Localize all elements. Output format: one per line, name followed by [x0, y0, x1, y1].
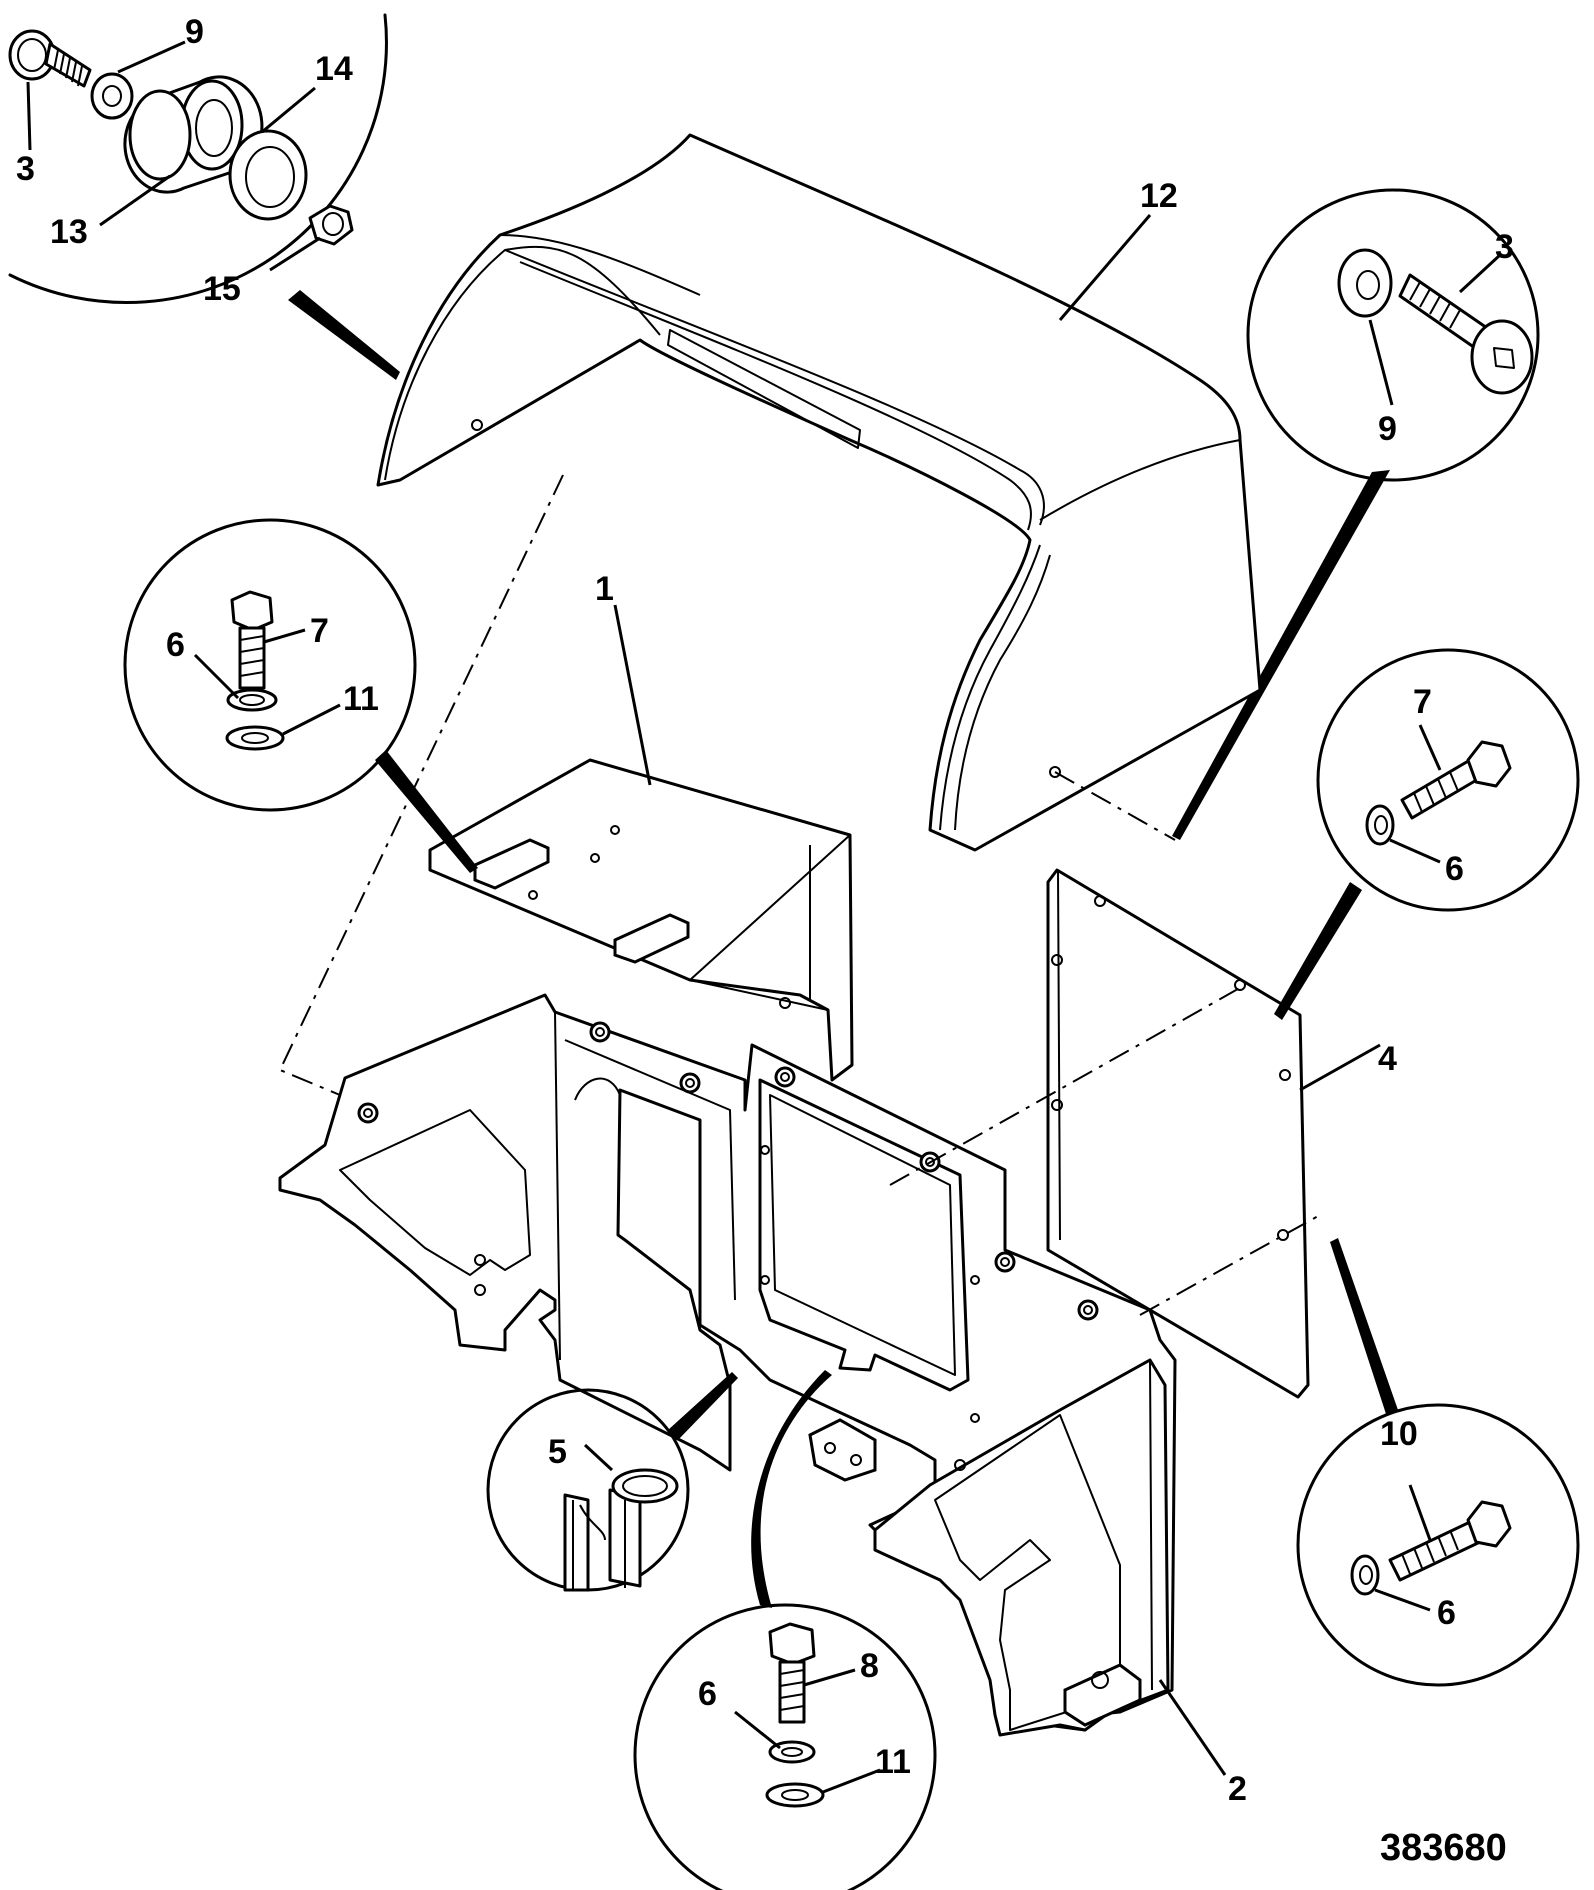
callout-8: 8: [860, 1647, 879, 1685]
washer-11-left: [225, 725, 285, 751]
callout-15: 15: [203, 270, 241, 308]
detail-leader-wedge: [375, 750, 478, 873]
callout-4: 4: [1378, 1040, 1397, 1078]
lockwasher-6-lower-right: [1350, 1554, 1380, 1596]
bolt-3-top-left: [8, 29, 92, 88]
callout-6-bottom: 6: [698, 1675, 717, 1713]
bolt-8: [768, 1622, 816, 1724]
edge-trim-5: [563, 1468, 679, 1592]
callout-7-left: 7: [310, 612, 329, 650]
callout-12: 12: [1140, 177, 1178, 215]
nut-15: [308, 204, 354, 246]
part-12-canopy: [376, 133, 1262, 852]
drawing-number: 383680: [1380, 1827, 1507, 1869]
detail-circle-right-middle: [1274, 648, 1580, 1020]
callout-7-right: 7: [1413, 683, 1432, 721]
callout-6-lower-right: 6: [1437, 1594, 1456, 1632]
callout-9-top-left: 9: [185, 13, 204, 51]
callout-9-right: 9: [1378, 410, 1397, 448]
detail-leader-wedge: [1330, 1238, 1398, 1414]
detail-leader-wedge: [751, 1370, 832, 1608]
detail-circle-left-middle: [123, 518, 478, 873]
detail-leader-wedge: [1274, 882, 1362, 1020]
lockwasher-6-left: [226, 688, 278, 712]
detail-circle-top-right: [1172, 188, 1540, 840]
callout-3-right: 3: [1495, 228, 1514, 266]
detail-circle-top-left: [8, 13, 400, 380]
bolt-3-right: [1398, 273, 1534, 395]
lockwasher-6-right: [1365, 804, 1395, 846]
frame-nuts: [357, 1021, 1099, 1471]
callout-1: 1: [595, 570, 614, 608]
callout-5: 5: [548, 1433, 567, 1471]
callout-6-right: 6: [1445, 850, 1464, 888]
callout-10: 10: [1380, 1415, 1418, 1453]
washer-9-top-left: [90, 72, 134, 120]
detail-leader-wedge: [1172, 470, 1390, 840]
callout-14: 14: [315, 50, 353, 88]
washer-11-bottom: [765, 1782, 825, 1808]
callout-11-bottom: 11: [875, 1743, 911, 1781]
callout-2: 2: [1228, 1770, 1247, 1808]
lockwasher-6-bottom: [768, 1740, 816, 1764]
bolt-10: [1388, 1500, 1512, 1582]
bolt-7-right: [1400, 740, 1512, 820]
detail-circle-lower-right: [1296, 1238, 1580, 1687]
detail-circle-lower-left: [486, 1372, 738, 1592]
alignment-lines: [278, 474, 1321, 1316]
detail-leader-wedge: [288, 290, 400, 380]
callout-11-left: 11: [343, 680, 379, 718]
washer-9-right: [1337, 248, 1393, 318]
callout-13: 13: [50, 213, 88, 251]
detail-circle-bottom: [633, 1370, 937, 1890]
callout-6-left: 6: [166, 626, 185, 664]
part-1-top-plate: [428, 604, 854, 1082]
detail-leader-wedge: [668, 1372, 738, 1440]
callout-labels: 3 9 14 13 15 12 3 9 1 6 7 11 7 6 4 5 10 …: [16, 13, 1514, 1808]
part-4-side-panel: [1046, 868, 1381, 1399]
callout-3-top-left: 3: [16, 150, 35, 188]
part-2-main-frame: [278, 993, 1227, 1776]
bolt-7-left: [230, 590, 274, 690]
